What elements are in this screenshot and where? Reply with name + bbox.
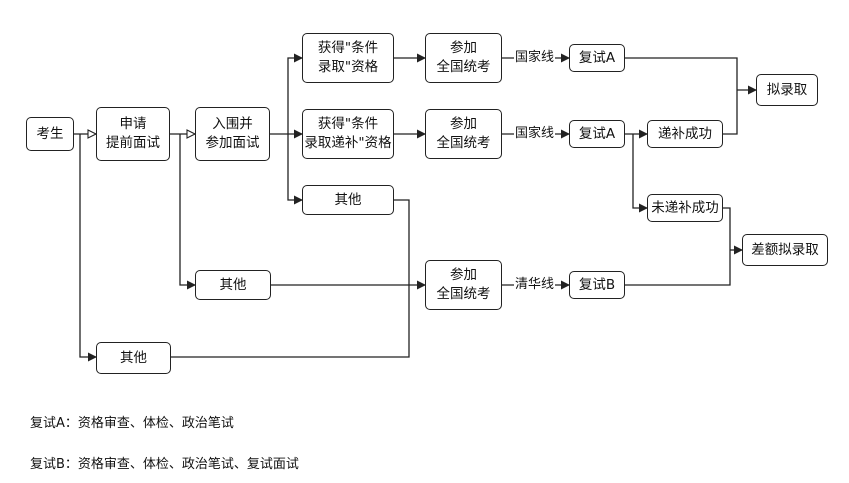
node-qita-bottom: 其他: [96, 342, 171, 374]
node-kao3: 参加 全国统考: [425, 260, 502, 310]
edge-label-guojia1: 国家线: [514, 50, 556, 66]
edge-ruwei-huode1: [287, 53, 303, 134]
note-fushiA: 复试A：资格审查、体检、政治笔试: [30, 416, 234, 431]
edge-shenqing-qita-mid: [179, 134, 196, 290]
node-kao1: 参加 全国统考: [425, 33, 502, 83]
edge-ruwei-qita-top: [287, 134, 303, 205]
note-fushiB: 复试B：资格审查、体检、政治笔试、复试面试: [30, 457, 299, 472]
node-chae: 差额拟录取: [742, 234, 828, 266]
node-shenqing: 申请 提前面试: [96, 107, 170, 161]
node-fushiB: 复试B: [569, 271, 625, 299]
node-huode1: 获得"条件 录取"资格: [302, 33, 394, 83]
edge-label-qinghua: 清华线: [514, 277, 556, 293]
edge-kaosheng-qita-bottom: [79, 134, 97, 362]
edge-weidibu-chae: [723, 207, 731, 250]
node-qita-top: 其他: [302, 185, 394, 215]
edge-label-guojia2: 国家线: [514, 126, 556, 142]
edge-fushiB-chae: [625, 250, 731, 286]
edge-qita-bottom-kao3: [171, 285, 410, 358]
node-dibu: 递补成功: [647, 120, 723, 148]
node-huode2: 获得"条件 录取递补"资格: [302, 109, 394, 159]
node-kaosheng: 考生: [26, 117, 74, 151]
node-kao2: 参加 全国统考: [425, 109, 502, 159]
node-nilu: 拟录取: [756, 74, 818, 106]
edge-fushiA1-nilu: [625, 57, 738, 90]
node-fushiA2: 复试A: [569, 120, 625, 148]
node-qita-mid: 其他: [195, 270, 271, 300]
node-weidibu: 未递补成功: [647, 194, 723, 222]
node-fushiA1: 复试A: [569, 44, 625, 72]
node-ruwei: 入围并 参加面试: [195, 107, 270, 161]
edge-fushiA2-weidibu: [632, 134, 648, 213]
edge-dibu-nilu: [723, 90, 738, 135]
edge-qita-top-kao3: [394, 199, 410, 285]
